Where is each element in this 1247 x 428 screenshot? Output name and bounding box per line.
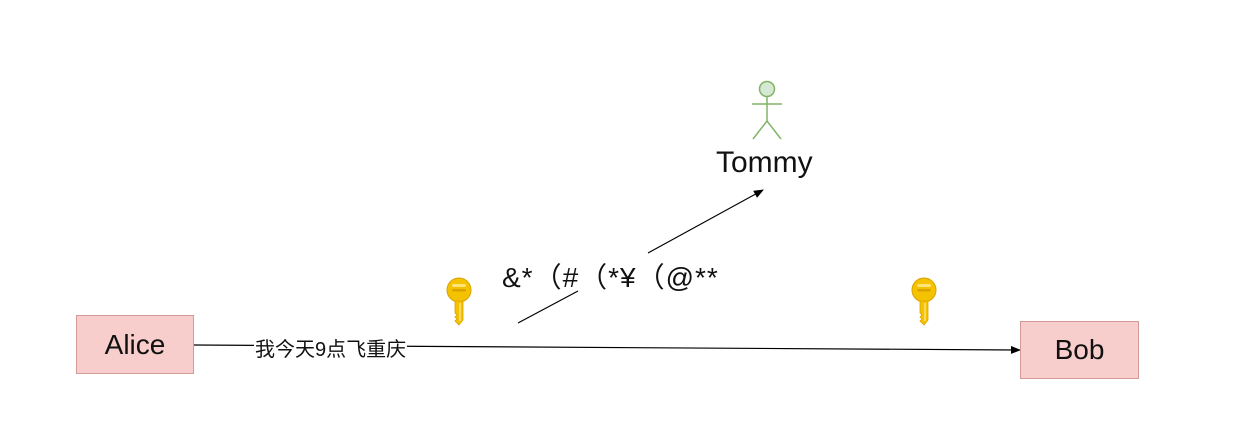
tommy-label: Tommy	[716, 146, 813, 179]
person-actor-icon	[752, 80, 782, 140]
bob-node[interactable]: Bob	[1020, 321, 1139, 379]
key-icon	[911, 277, 937, 326]
intercept-arrow-upper	[647, 189, 764, 254]
bob-label: Bob	[1054, 334, 1105, 365]
ciphertext-label: &*（#（*¥（@**	[502, 262, 719, 293]
alice-node[interactable]: Alice	[76, 315, 194, 374]
key-icon	[446, 277, 472, 326]
message-label: 我今天9点飞重庆	[254, 333, 408, 362]
intercept-line-lower	[517, 290, 579, 324]
alice-label: Alice	[104, 328, 166, 360]
